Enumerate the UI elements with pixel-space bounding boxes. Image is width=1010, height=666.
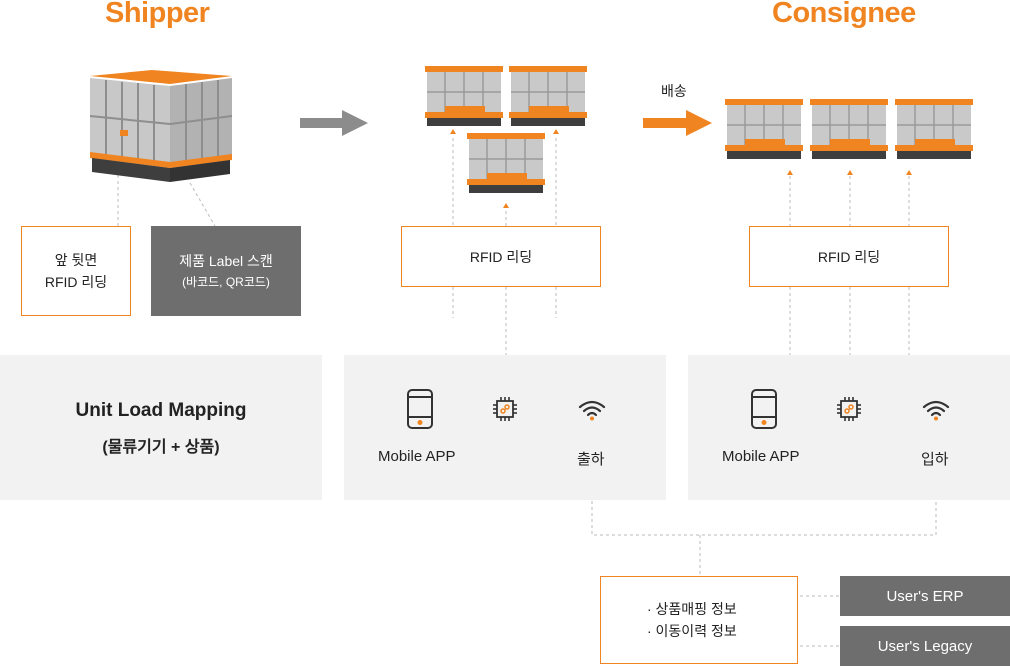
inbound-status-label: 입하	[921, 451, 949, 468]
outbound-status-label: 출하	[577, 451, 605, 468]
scan-box-line2: (바코드, QR코드)	[182, 275, 270, 289]
front-back-rfid-box: 앞 뒷면 RFID 리딩	[21, 226, 131, 316]
gray-arrow	[300, 110, 368, 136]
container-thumb-5	[810, 99, 888, 166]
erp-label: User's ERP	[886, 587, 964, 605]
middle-rfid-box: RFID 리딩	[401, 226, 601, 287]
label-scan-box: 제품 Label 스캔 (바코드, QR코드)	[151, 226, 301, 316]
middle-rfid-label: RFID 리딩	[469, 248, 533, 265]
shipper-heading: Shipper	[105, 0, 210, 29]
rfid-chip-icon	[493, 397, 517, 421]
unit-load-mapping-panel: Unit Load Mapping (물류기기 + 상품)	[0, 355, 322, 500]
info-line-mapping: · 상품매핑 정보	[647, 601, 737, 617]
inbound-panel: Mobile APP 입하	[688, 355, 1010, 500]
info-box: · 상품매핑 정보 · 이동이력 정보	[600, 576, 798, 664]
scan-box-line1: 제품 Label 스캔	[179, 253, 273, 269]
consignee-heading: Consignee	[772, 0, 916, 29]
container-thumb-1	[425, 66, 503, 133]
users-legacy-box: User's Legacy	[840, 626, 1010, 666]
wifi-icon	[922, 400, 950, 421]
mobile-phone-icon	[407, 389, 433, 429]
mapping-subtitle: (물류기기 + 상품)	[102, 439, 220, 456]
inbound-mobile-label: Mobile APP	[722, 448, 800, 465]
rfid-box-line2: RFID 리딩	[44, 274, 108, 290]
outbound-panel: Mobile APP 출하	[344, 355, 666, 500]
delivery-arrow	[643, 110, 712, 136]
mobile-phone-icon	[751, 389, 777, 429]
rfid-chip-icon	[837, 397, 861, 421]
delivery-label: 배송	[661, 83, 687, 99]
container-thumb-3	[467, 133, 545, 200]
outbound-mobile-label: Mobile APP	[378, 448, 456, 465]
mapping-title: Unit Load Mapping	[75, 400, 247, 421]
foldable-container-image	[89, 70, 233, 182]
container-thumb-4	[725, 99, 803, 166]
rfid-box-line1: 앞 뒷면	[54, 252, 98, 268]
wifi-icon	[578, 400, 606, 421]
info-line-history: · 이동이력 정보	[647, 623, 737, 639]
container-thumb-2	[509, 66, 587, 133]
right-rfid-box: RFID 리딩	[749, 226, 949, 287]
right-rfid-label: RFID 리딩	[817, 248, 881, 265]
users-erp-box: User's ERP	[840, 576, 1010, 616]
container-thumb-6	[895, 99, 973, 166]
legacy-label: User's Legacy	[877, 637, 973, 655]
